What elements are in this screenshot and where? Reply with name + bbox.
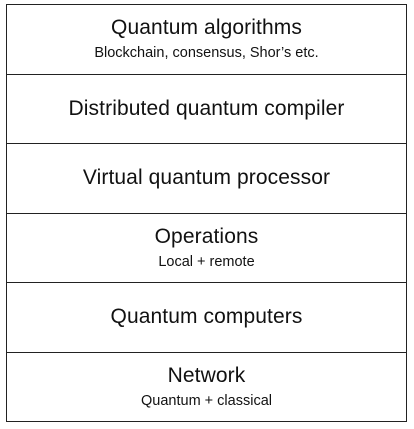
layer-title: Quantum computers: [110, 305, 303, 329]
layer-quantum-computers: Quantum computers: [7, 283, 406, 353]
layer-subtitle: Local + remote: [158, 253, 255, 270]
layer-title: Quantum algorithms: [111, 16, 302, 40]
layer-stack-diagram: Quantum algorithms Blockchain, consensus…: [6, 4, 407, 422]
layer-operations: Operations Local + remote: [7, 214, 406, 283]
layer-quantum-algorithms: Quantum algorithms Blockchain, consensus…: [7, 5, 406, 75]
layer-title: Operations: [154, 224, 259, 248]
layer-subtitle: Blockchain, consensus, Shor’s etc.: [94, 45, 319, 62]
layer-title: Distributed quantum compiler: [68, 96, 345, 120]
layer-title: Virtual quantum processor: [82, 166, 331, 190]
layer-title: Network: [167, 363, 246, 387]
layer-subtitle: Quantum + classical: [141, 392, 272, 409]
layer-distributed-quantum-compiler: Distributed quantum compiler: [7, 75, 406, 144]
layer-virtual-quantum-processor: Virtual quantum processor: [7, 144, 406, 214]
layer-network: Network Quantum + classical: [7, 353, 406, 422]
